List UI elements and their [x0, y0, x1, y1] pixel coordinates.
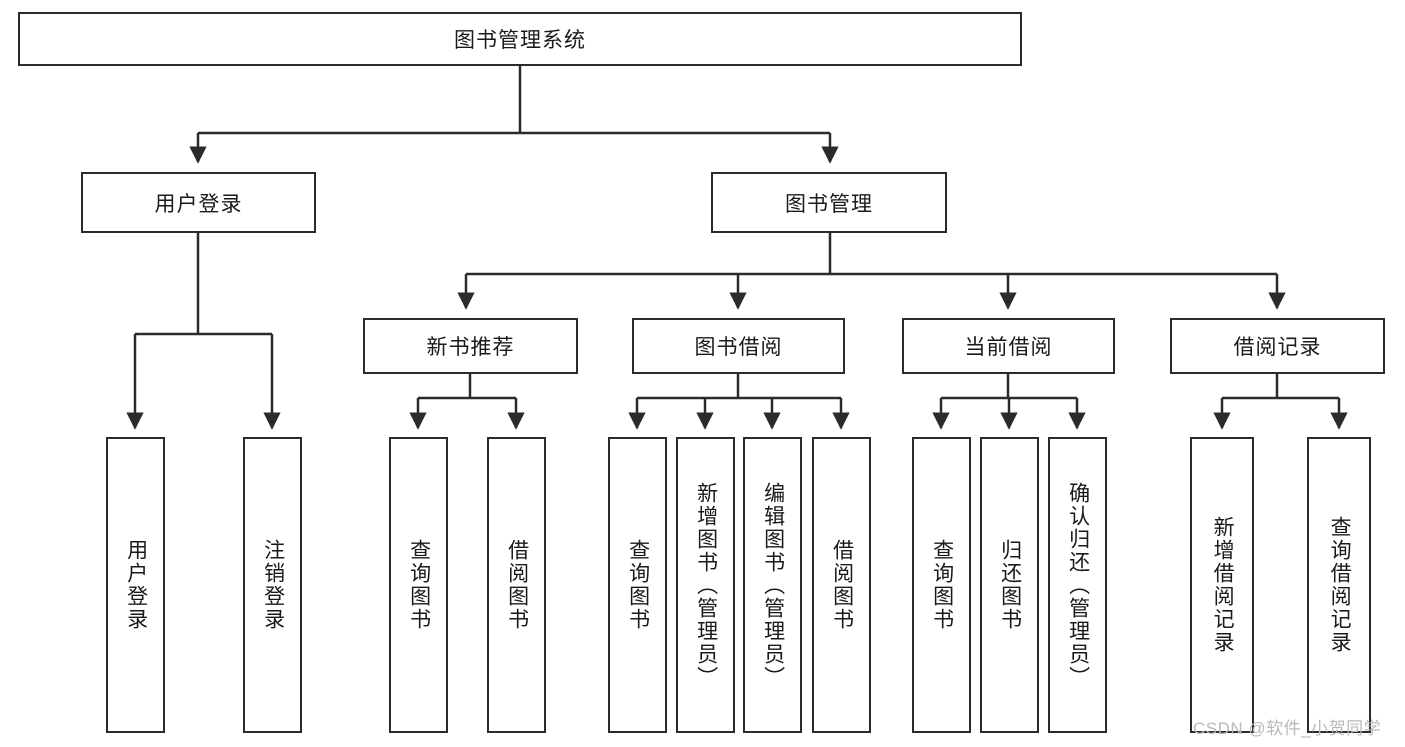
node-label: 借阅图书 [830, 539, 854, 631]
node-label: 当前借阅 [964, 336, 1053, 359]
node-label: 新书推荐 [426, 336, 515, 359]
node-label: 新增借阅记录 [1211, 516, 1235, 654]
node-label: 查询借阅记录 [1328, 516, 1352, 654]
node-label: 归还图书 [998, 539, 1022, 631]
leaf-book-borrow-borrow-book[interactable]: 借阅图书 [812, 437, 871, 733]
node-label: 图书管理系统 [454, 29, 586, 52]
node-label: 借阅记录 [1233, 336, 1322, 359]
leaf-user-login-login[interactable]: 用户登录 [106, 437, 165, 733]
leaf-book-borrow-edit-book-admin[interactable]: 编辑图书（管理员） [743, 437, 802, 733]
leaf-new-book-query-book[interactable]: 查询图书 [389, 437, 448, 733]
leaf-book-borrow-add-book-admin[interactable]: 新增图书（管理员） [676, 437, 735, 733]
node-label: 新增图书（管理员） [694, 481, 718, 689]
node-new-book-recommend[interactable]: 新书推荐 [363, 318, 578, 374]
node-label: 确认归还（管理员） [1066, 481, 1090, 689]
leaf-user-login-logout[interactable]: 注销登录 [243, 437, 302, 733]
node-book-borrow[interactable]: 图书借阅 [632, 318, 845, 374]
node-label: 查询图书 [407, 539, 431, 631]
node-user-login[interactable]: 用户登录 [81, 172, 316, 233]
leaf-new-book-borrow-book[interactable]: 借阅图书 [487, 437, 546, 733]
node-label: 查询图书 [930, 539, 954, 631]
leaf-borrow-record-add-record[interactable]: 新增借阅记录 [1190, 437, 1254, 733]
leaf-borrow-record-query-record[interactable]: 查询借阅记录 [1307, 437, 1371, 733]
node-label: 注销登录 [261, 539, 285, 631]
node-label: 用户登录 [124, 539, 148, 631]
node-label: 编辑图书（管理员） [761, 481, 785, 689]
node-book-management[interactable]: 图书管理 [711, 172, 947, 233]
node-label: 借阅图书 [505, 539, 529, 631]
leaf-current-borrow-return-book[interactable]: 归还图书 [980, 437, 1039, 733]
leaf-book-borrow-query-book[interactable]: 查询图书 [608, 437, 667, 733]
leaf-current-borrow-query-book[interactable]: 查询图书 [912, 437, 971, 733]
node-root-book-management-system[interactable]: 图书管理系统 [18, 12, 1022, 66]
node-current-borrow[interactable]: 当前借阅 [902, 318, 1115, 374]
csdn-watermark: CSDN @软件_小贺同学 [1193, 719, 1382, 738]
leaf-current-borrow-confirm-return-admin[interactable]: 确认归还（管理员） [1048, 437, 1107, 733]
node-label: 图书借阅 [694, 336, 783, 359]
node-label: 用户登录 [154, 192, 243, 216]
node-label: 图书管理 [785, 192, 873, 216]
node-borrow-record[interactable]: 借阅记录 [1170, 318, 1385, 374]
node-label: 查询图书 [626, 539, 650, 631]
